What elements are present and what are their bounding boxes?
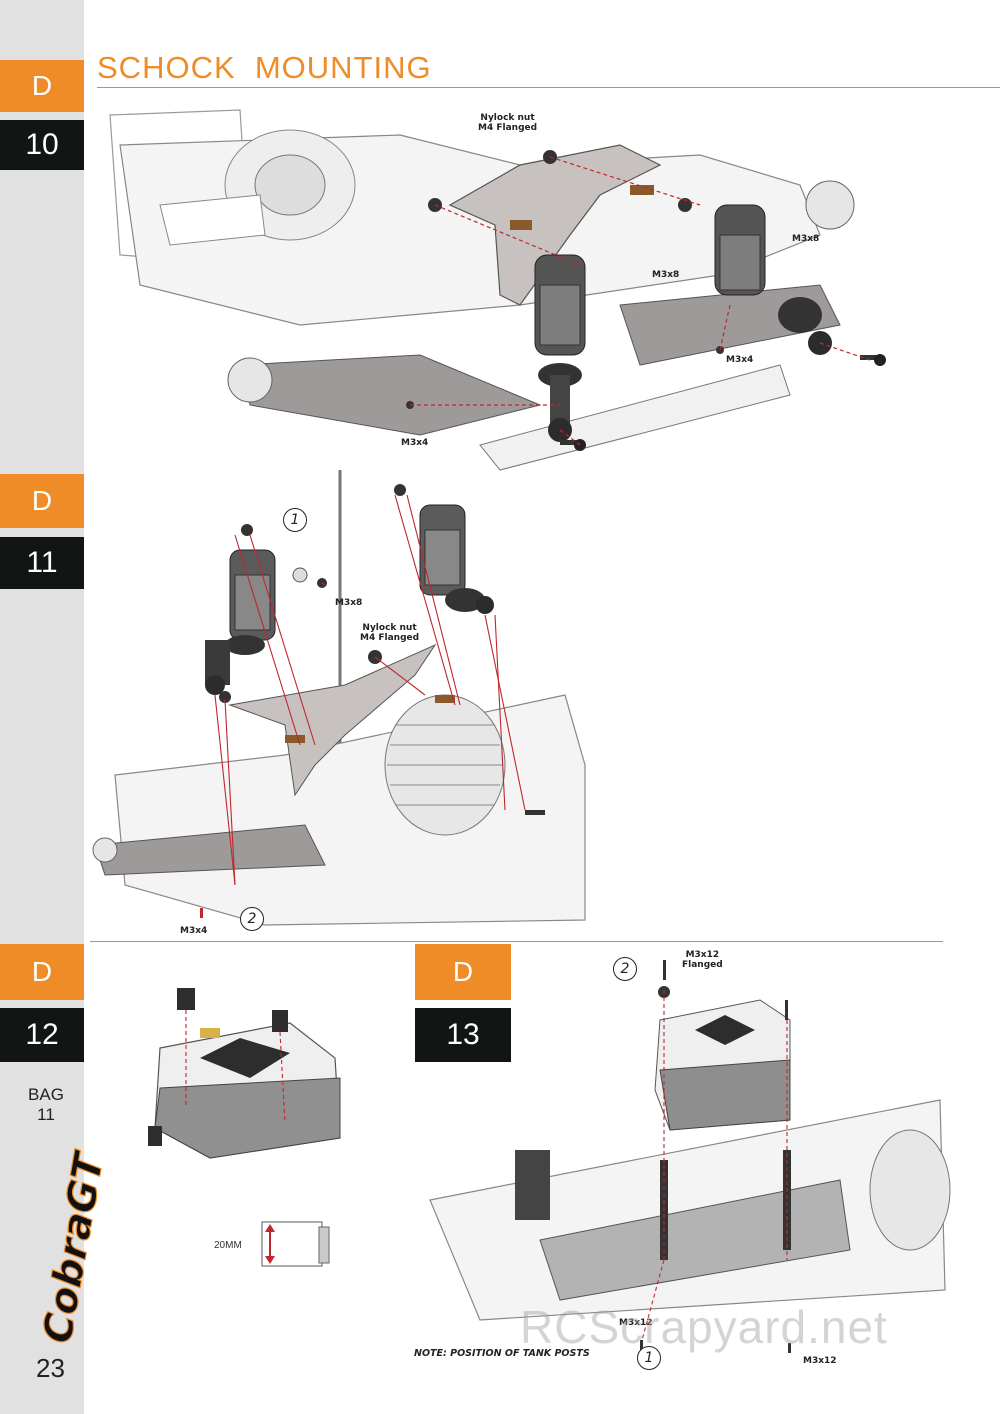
step-11-number: 11 bbox=[0, 537, 84, 589]
post-length-label: 20MM bbox=[214, 1240, 242, 1251]
step-12-number: 12 bbox=[0, 1008, 84, 1062]
step-12-fuel-tank bbox=[148, 988, 341, 1159]
step-11-illustration bbox=[92, 470, 586, 926]
step-13-callout-1: 1 bbox=[637, 1346, 661, 1370]
step-13-label-m3x12-left: M3x12 bbox=[619, 1318, 653, 1328]
step-13-callout-2: 2 bbox=[613, 957, 637, 981]
step-11-label-m3x4: M3x4 bbox=[180, 926, 208, 936]
sidebar bbox=[0, 0, 84, 1414]
step-13-label-m3x12-right: M3x12 bbox=[803, 1356, 837, 1366]
step-10-label-m3x8-mid: M3x8 bbox=[652, 270, 680, 280]
step-10-label-m3x4-left: M3x4 bbox=[401, 438, 429, 448]
post-length-diagram bbox=[261, 1221, 330, 1267]
step-10-label-m3x4-right: M3x4 bbox=[726, 355, 754, 365]
step-11-callout-2: 2 bbox=[240, 907, 264, 931]
step-10-label-m3x8-right: M3x8 bbox=[792, 234, 820, 244]
step-13-letter: D bbox=[415, 944, 511, 1000]
tank-posts-note: NOTE: POSITION OF TANK POSTS bbox=[414, 1348, 590, 1359]
step-11-label-m3x8: M3x8 bbox=[335, 598, 363, 608]
step-11-letter: D bbox=[0, 474, 84, 528]
step-10-illustration bbox=[109, 109, 886, 471]
page-number: 23 bbox=[36, 1353, 65, 1383]
step-12-letter: D bbox=[0, 944, 84, 1000]
cobragt-logo: CobraGT bbox=[34, 1147, 114, 1348]
page-title: SCHOCK MOUNTING bbox=[97, 50, 432, 85]
watermark: RCScrapyard.net bbox=[520, 1301, 888, 1353]
logo-text: CobraGT bbox=[35, 1147, 114, 1346]
step-10-number: 10 bbox=[0, 120, 84, 170]
section-divider bbox=[90, 941, 943, 942]
title-rule bbox=[97, 87, 1000, 88]
step-13-number: 13 bbox=[415, 1008, 511, 1062]
step-11-callout-1: 1 bbox=[283, 508, 307, 532]
step-13-illustration bbox=[429, 960, 951, 1353]
step-10-letter: D bbox=[0, 60, 84, 112]
